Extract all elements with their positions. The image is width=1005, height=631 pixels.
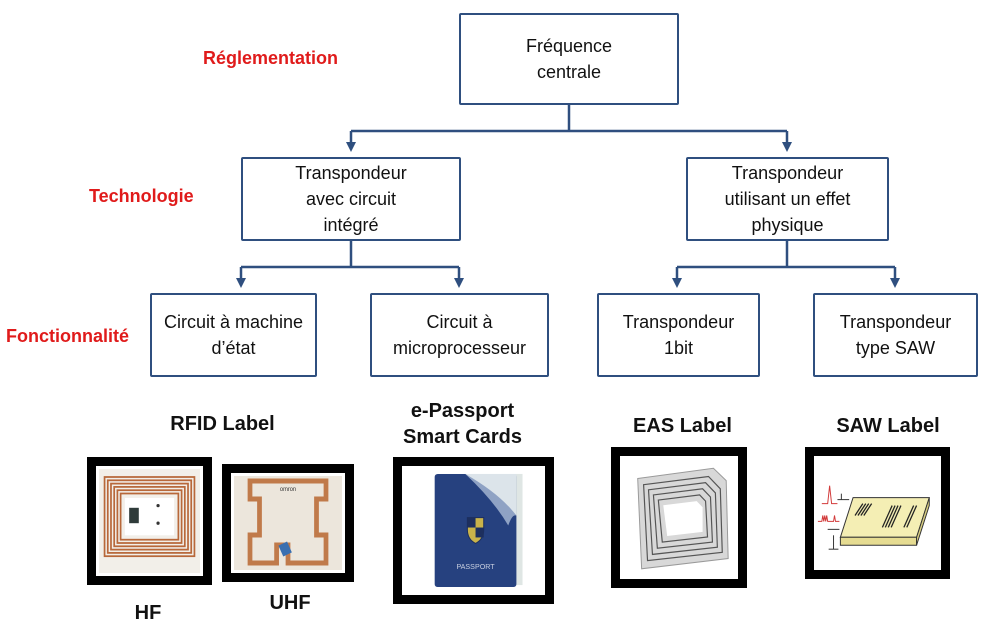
caption-uhf: UHF [269,592,311,614]
caption-e-passport: e-Passport Smart Cards [403,400,522,448]
node-state-machine-circuit: Circuit à machine d’état [150,293,317,377]
node-central-frequency: Fréquence centrale [459,13,679,105]
image-uhf-rfid-tag: omron [222,464,354,582]
uhf-dipole-antenna-icon: omron [231,473,345,573]
image-eas-label [611,447,747,588]
passport-icon: PASSPORT [402,466,545,595]
node-physical-effect-transponder: Transpondeur utilisant un effet physique [686,157,889,241]
image-hf-rfid-tag [87,457,212,585]
caption-hf: HF [134,602,162,624]
node-saw-transponder: Transpondeur type SAW [813,293,978,377]
image-e-passport: PASSPORT [393,457,554,604]
eas-coil-icon [620,456,738,579]
level-label-technology: Technologie [89,186,194,206]
image-saw-label [805,447,950,579]
node-1bit-transponder: Transpondeur 1bit [597,293,760,377]
caption-saw-label: SAW Label [836,415,940,437]
caption-eas-label: EAS Label [633,415,732,437]
hf-coil-antenna-icon [96,466,203,576]
caption-rfid-label: RFID Label [170,413,275,435]
saw-device-icon [814,456,941,570]
node-microprocessor-circuit: Circuit à microprocesseur [370,293,549,377]
level-label-functionality: Fonctionnalité [6,326,129,346]
level-label-regulation: Réglementation [203,48,339,68]
node-ic-transponder: Transpondeur avec circuit intégré [241,157,461,241]
svg-text:omron: omron [280,487,296,493]
svg-text:PASSPORT: PASSPORT [456,564,495,571]
